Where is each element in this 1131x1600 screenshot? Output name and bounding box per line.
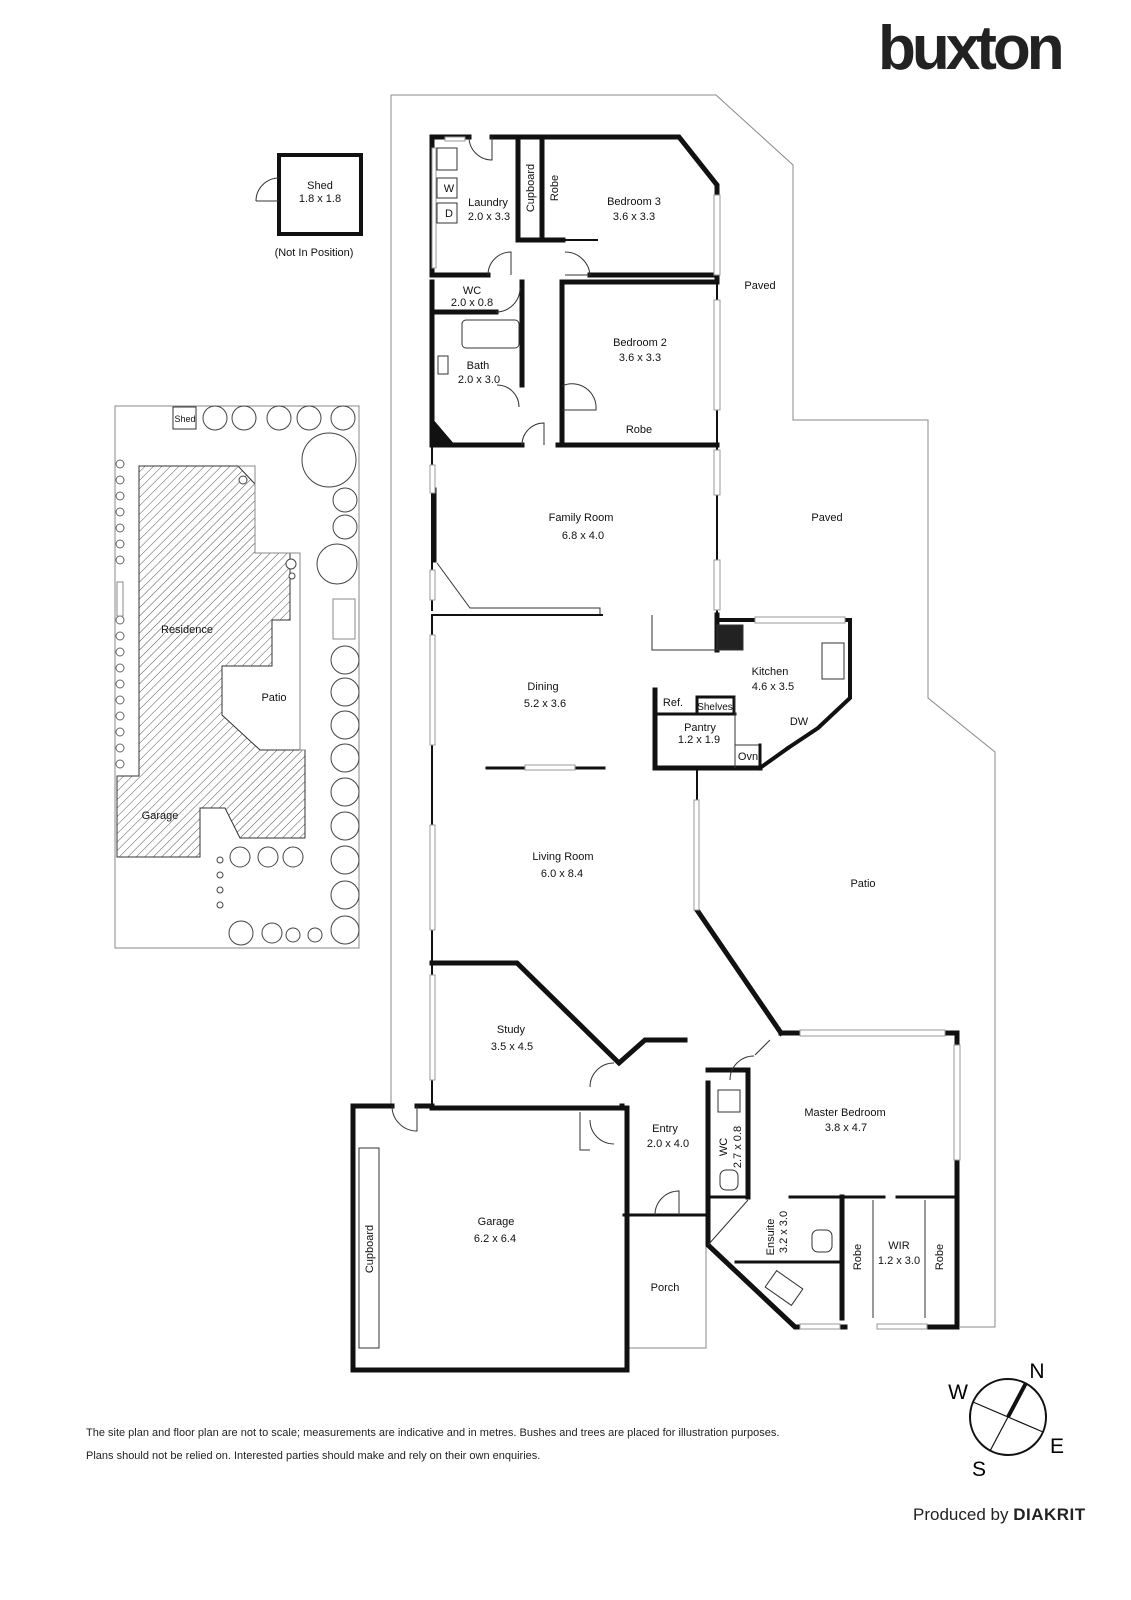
garage-cupboard-label: Cupboard: [364, 1225, 376, 1273]
laundry-name: Laundry: [468, 197, 508, 209]
dining-name: Dining: [527, 681, 558, 693]
living-dims: 6.0 x 8.4: [541, 868, 583, 880]
laundry-w-label: W: [444, 183, 455, 195]
wir-name: WIR: [888, 1240, 909, 1252]
dw-label: DW: [790, 716, 809, 728]
patio-label: Patio: [850, 878, 875, 890]
wc2-dims: 2.7 x 0.8: [732, 1126, 744, 1168]
wc1-dims: 2.0 x 0.8: [451, 297, 493, 309]
study-dims: 3.5 x 4.5: [491, 1041, 533, 1053]
credit-prefix: Produced by: [913, 1505, 1009, 1524]
paved-label-1: Paved: [744, 280, 775, 292]
disclaimer-line-1: The site plan and floor plan are not to …: [86, 1427, 780, 1439]
shed-note: (Not In Position): [275, 247, 354, 259]
bedroom2-name: Bedroom 2: [613, 337, 667, 349]
shelves-label: Shelves: [697, 702, 733, 713]
living-name: Living Room: [532, 851, 593, 863]
wir-dims: 1.2 x 3.0: [878, 1255, 920, 1267]
bedroom3-dims: 3.6 x 3.3: [613, 211, 655, 223]
robe-bedroom3-label: Robe: [549, 175, 561, 201]
pantry-name: Pantry: [684, 722, 716, 734]
study-name: Study: [497, 1024, 526, 1036]
house-walls: [350, 134, 960, 1373]
wir-robe-left: Robe: [852, 1244, 864, 1270]
kitchen-dims: 4.6 x 3.5: [752, 681, 794, 693]
bedroom3-name: Bedroom 3: [607, 196, 661, 208]
family-name: Family Room: [549, 512, 614, 524]
compass-s: S: [972, 1458, 986, 1481]
compass-w: W: [948, 1381, 968, 1404]
ref-label: Ref.: [663, 697, 683, 709]
ensuite-name: Ensuite: [765, 1219, 777, 1256]
lot-boundary: [391, 94, 996, 1328]
producer-credit: Produced by DIAKRIT: [913, 1505, 1086, 1525]
entry-name: Entry: [652, 1123, 678, 1135]
family-dims: 6.8 x 4.0: [562, 530, 604, 542]
pantry-dims: 1.2 x 1.9: [678, 734, 720, 746]
room-labels: W D Laundry 2.0 x 3.3 Cupboard Robe Bedr…: [364, 164, 946, 1294]
bath-name: Bath: [467, 360, 490, 372]
credit-company: DIAKRIT: [1013, 1505, 1086, 1524]
site-garage-label: Garage: [142, 810, 179, 822]
bath-dims: 2.0 x 3.0: [458, 374, 500, 386]
compass-e: E: [1050, 1435, 1064, 1458]
windows: [429, 136, 961, 1330]
garage-dims: 6.2 x 6.4: [474, 1233, 516, 1245]
site-residence-label: Residence: [161, 624, 213, 636]
brand-logo: buxton: [878, 14, 1065, 83]
kitchen-name: Kitchen: [752, 666, 789, 678]
compass-north-needle: [1006, 1382, 1028, 1418]
wc2-name: WC: [718, 1138, 730, 1156]
ensuite-dims: 3.2 x 3.0: [778, 1211, 790, 1253]
robe-bedroom2-label: Robe: [626, 424, 652, 436]
site-patio-label: Patio: [261, 692, 286, 704]
fixtures: [436, 147, 845, 1307]
laundry-d-label: D: [445, 208, 453, 220]
site-plan: Shed Residence Patio: [114, 405, 360, 949]
shed-name: Shed: [307, 180, 333, 192]
doors: [391, 136, 755, 1216]
shed-dims: 1.8 x 1.8: [299, 193, 341, 205]
entry-dims: 2.0 x 4.0: [647, 1138, 689, 1150]
laundry-dims: 2.0 x 3.3: [468, 211, 510, 223]
disclaimer-line-2: Plans should not be relied on. Intereste…: [86, 1450, 541, 1462]
compass-n: N: [1029, 1360, 1044, 1383]
shed-diagram: Shed 1.8 x 1.8 (Not In Position): [255, 153, 363, 259]
master-name: Master Bedroom: [804, 1107, 885, 1119]
garage-name: Garage: [478, 1216, 515, 1228]
dining-dims: 5.2 x 3.6: [524, 698, 566, 710]
master-dims: 3.8 x 4.7: [825, 1122, 867, 1134]
cupboard-label: Cupboard: [525, 164, 537, 212]
bedroom2-dims: 3.6 x 3.3: [619, 352, 661, 364]
wir-robe-right: Robe: [934, 1244, 946, 1270]
oven-label: Ovn: [738, 751, 758, 763]
site-shed-label: Shed: [174, 414, 195, 424]
paved-label-2: Paved: [811, 512, 842, 524]
compass: N E S W: [948, 1360, 1064, 1481]
porch-label: Porch: [651, 1282, 680, 1294]
wc1-name: WC: [463, 285, 481, 297]
